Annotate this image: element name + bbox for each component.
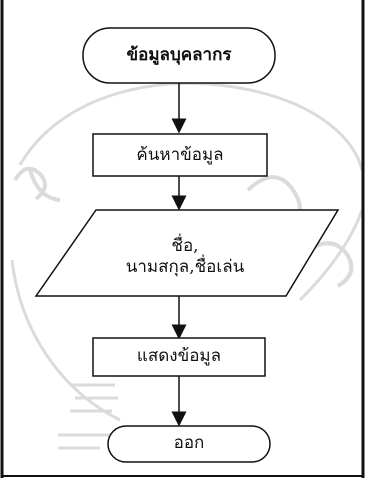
seal-watermark: [10, 81, 364, 450]
search-process-label: ค้นหาข้อมูล: [136, 145, 224, 166]
end-label: ออก: [173, 433, 205, 454]
input-fields-label: ชื่อ, นามสกุล,ชื่อเล่น: [125, 235, 245, 277]
show-process-label: แสดงข้อมูล: [136, 346, 222, 367]
input-parallelogram: [34, 209, 340, 297]
start-label: ข้อมูลบุคลากร: [126, 45, 232, 66]
process-show-box: [92, 337, 266, 377]
end-terminator: [107, 425, 271, 463]
process-search-box: [92, 133, 268, 177]
